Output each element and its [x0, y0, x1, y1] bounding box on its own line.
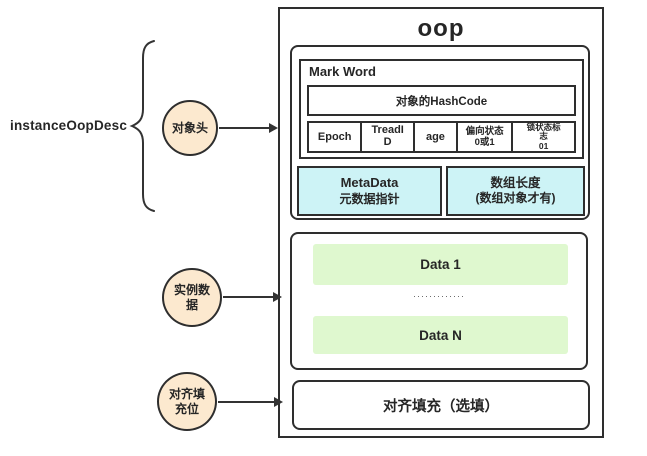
cell-epoch: Epoch: [307, 121, 363, 153]
pointer-align-padding-label-line2: 充位: [174, 401, 199, 416]
oop-box: oop Mark Word 对象的HashCode Epoch TreadI D: [278, 7, 604, 438]
array-length-line2: (数组对象才有): [475, 191, 556, 206]
data-ellipsis: ·············: [413, 291, 465, 301]
cell-bias-state: 偏向状态 0或1: [458, 121, 514, 153]
pointer-align-padding: 对齐填 充位: [157, 372, 217, 431]
metadata-pointer-box: MetaData 元数据指针: [297, 166, 442, 216]
oop-title: oop: [417, 15, 465, 42]
align-padding-box: 对齐填充（选填）: [292, 380, 590, 430]
mark-word-box: Mark Word 对象的HashCode Epoch TreadI D age: [299, 59, 584, 159]
instance-data-section: Data 1 ············· Data N: [290, 232, 588, 370]
mark-word-label: Mark Word: [309, 64, 376, 79]
cell-age: age: [414, 121, 458, 153]
pointer-instance-data: 实例数 据: [162, 268, 222, 327]
data-n-box: Data N: [313, 316, 568, 354]
data-1-box: Data 1: [313, 244, 568, 285]
pointer-align-padding-label-line1: 对齐填: [168, 387, 205, 402]
hashcode-label: 对象的HashCode: [395, 95, 488, 108]
hashcode-box: 对象的HashCode: [307, 85, 576, 116]
metadata-line1: MetaData: [340, 175, 399, 191]
metadata-line2: 元数据指针: [339, 191, 400, 206]
mark-word-cell-row: Epoch TreadI D age 偏向状态 0或1 锁状态标: [307, 121, 577, 153]
align-padding-label: 对齐填充（选填）: [383, 398, 499, 415]
pointer-instance-data-label-line2: 据: [185, 297, 198, 312]
arrow-align-padding: [218, 397, 283, 407]
pointer-object-header: 对象头: [162, 100, 218, 156]
arrow-instance-data: [223, 292, 282, 302]
array-length-box: 数组长度 (数组对象才有): [446, 166, 585, 216]
cell-thread-id: TreadI D: [362, 121, 415, 153]
brace-icon: [129, 40, 155, 212]
instance-oop-desc-label: instanceOopDesc: [10, 118, 128, 133]
cell-lock-state-flag: 锁状态标 志 01: [513, 121, 577, 153]
pointer-object-header-label: 对象头: [171, 120, 208, 135]
arrow-object-header: [219, 123, 278, 133]
pointer-instance-data-label-line1: 实例数: [173, 283, 210, 298]
array-length-line1: 数组长度: [490, 175, 541, 190]
object-header-section: Mark Word 对象的HashCode Epoch TreadI D age: [290, 45, 590, 220]
